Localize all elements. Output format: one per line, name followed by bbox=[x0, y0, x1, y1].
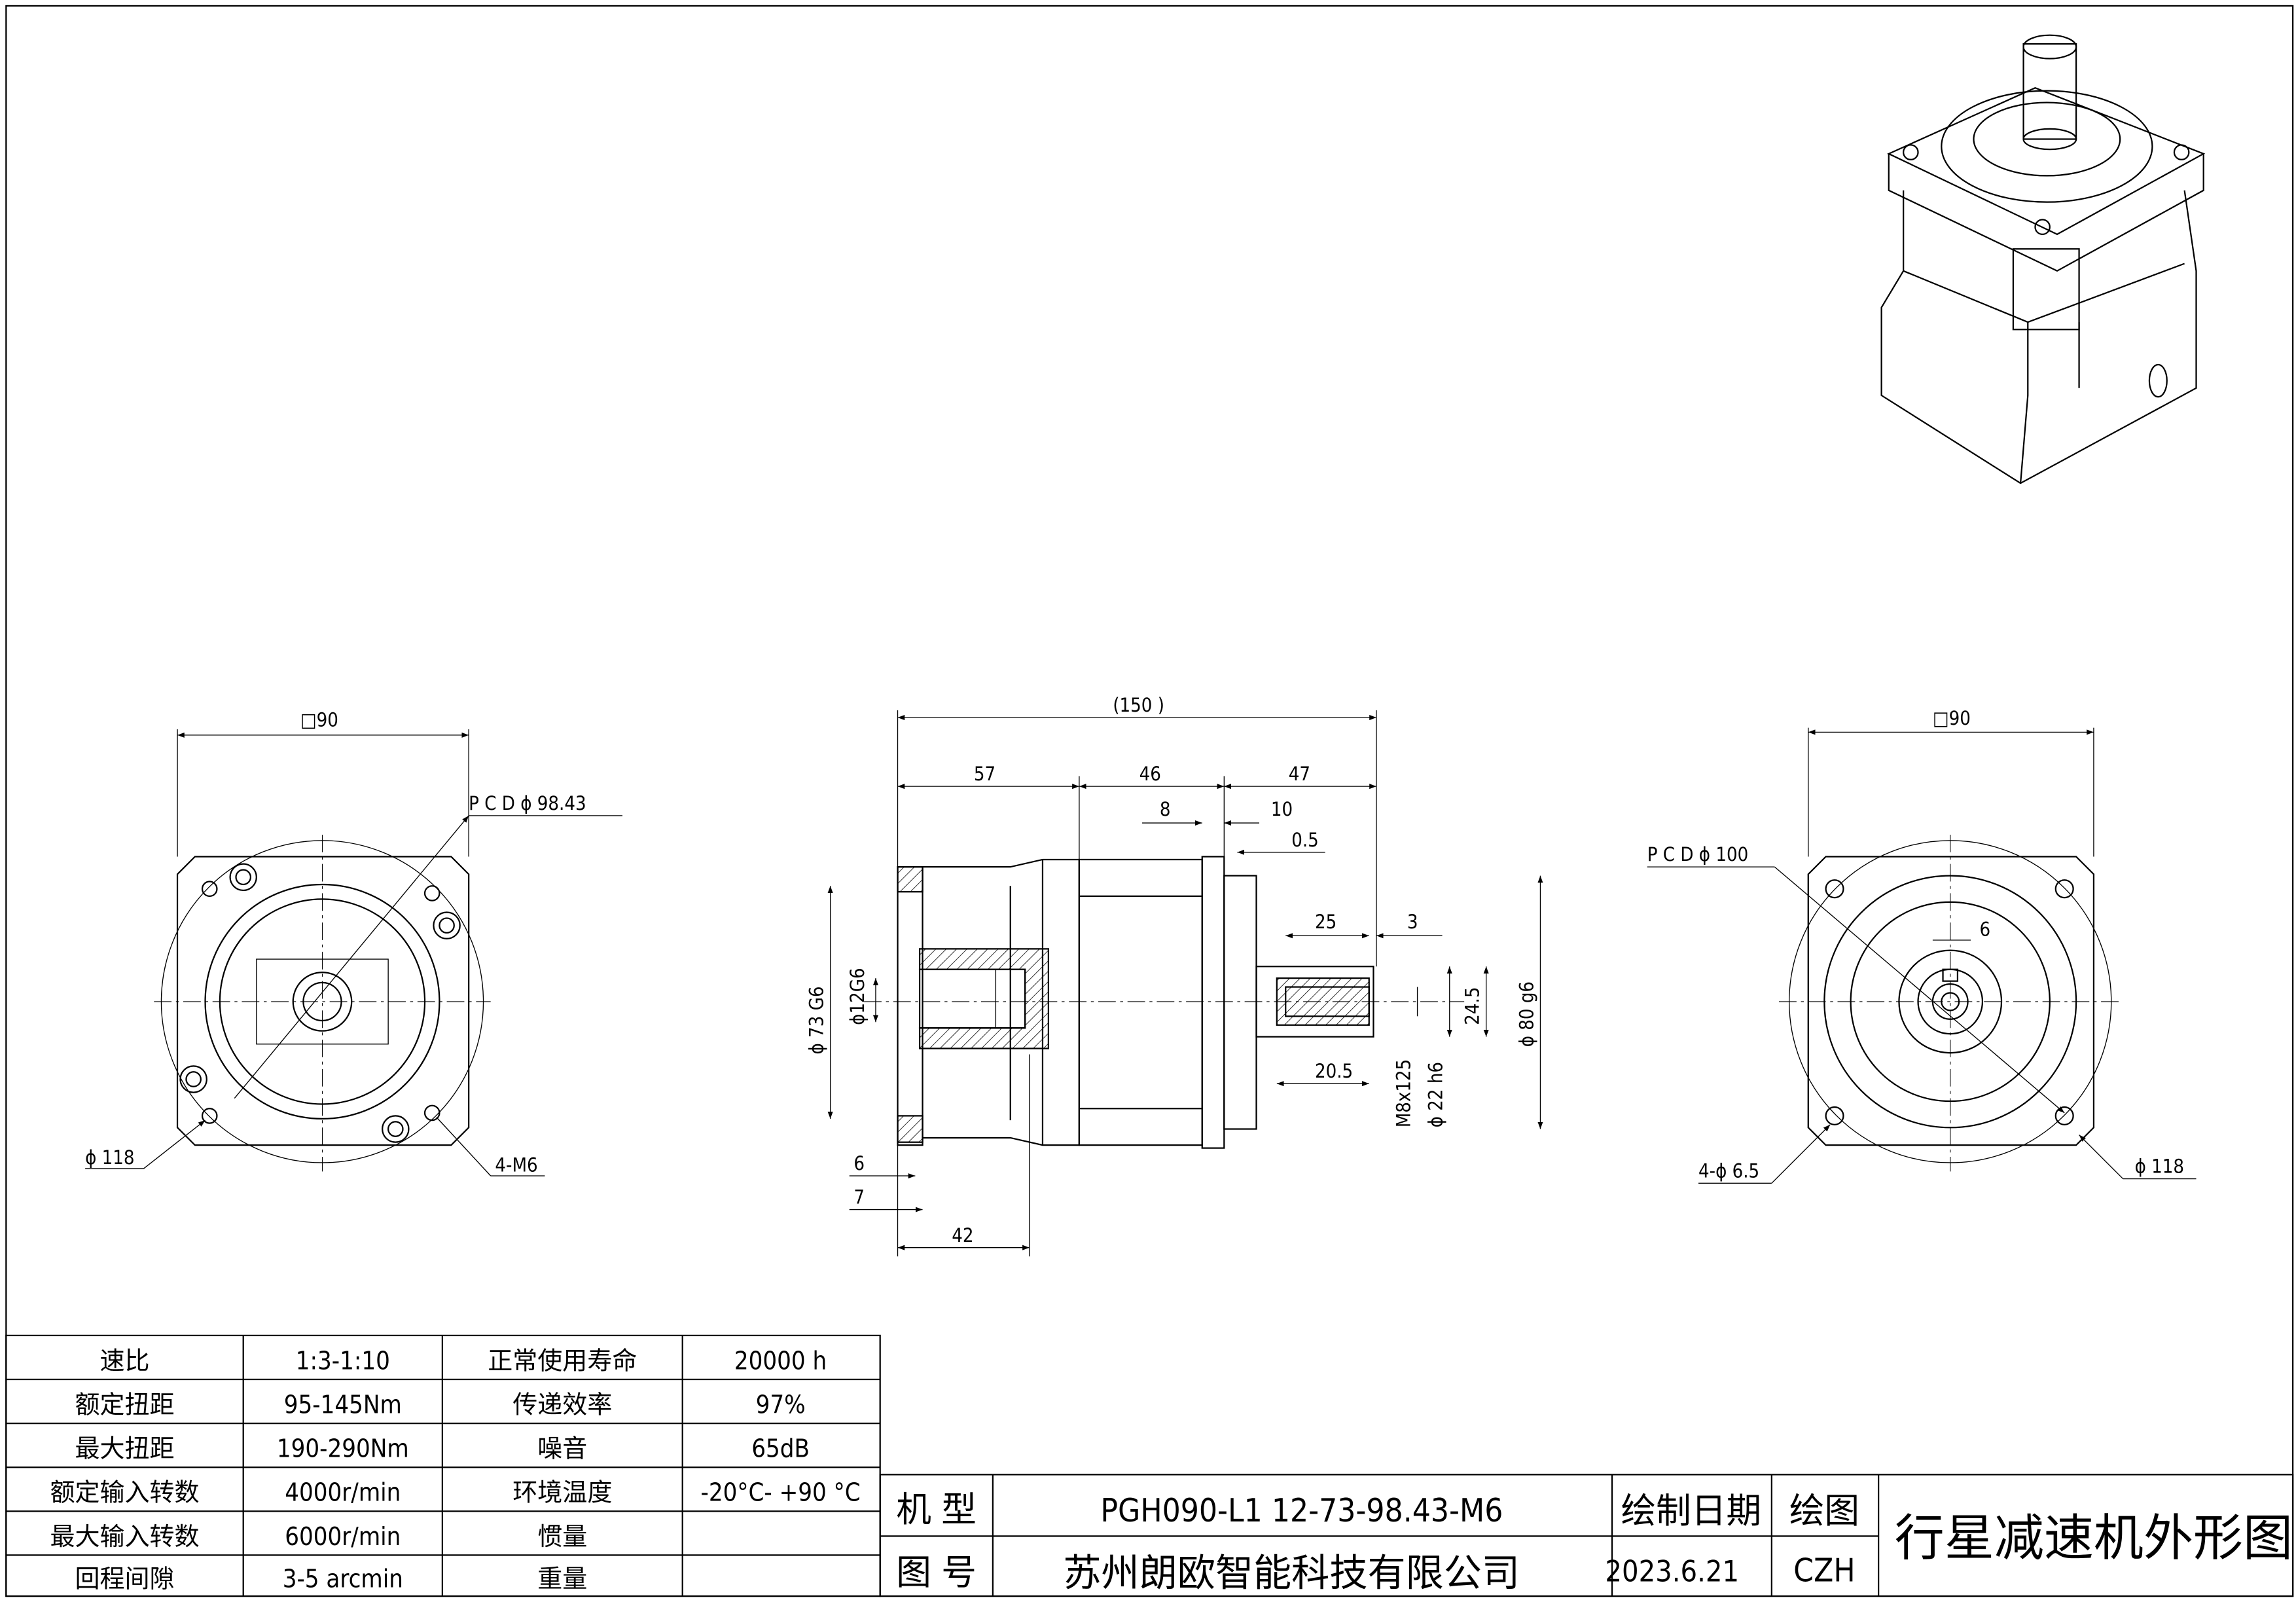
dim-10: 10 bbox=[1271, 798, 1293, 820]
dim-dia80: ϕ 80 g6 bbox=[1515, 981, 1537, 1047]
company-name: 苏州朗欧智能科技有限公司 bbox=[1063, 1550, 1520, 1595]
dim-8: 8 bbox=[1160, 798, 1171, 820]
drawn-by: CZH bbox=[1793, 1552, 1856, 1590]
spec-value: 3-5 arcmin bbox=[283, 1565, 403, 1593]
spec-label: 额定输入转数 bbox=[50, 1478, 199, 1507]
output-end-view: □90 P C D ϕ 100 6 4-ϕ 6.5 ϕ 118 bbox=[1647, 707, 2197, 1184]
dim-dia118: ϕ 118 bbox=[85, 1146, 134, 1169]
dim-width: □90 bbox=[300, 708, 338, 731]
spec-label: 惯量 bbox=[537, 1522, 587, 1551]
input-end-view: □90 P C D ϕ 98.43 ϕ 118 4-M6 bbox=[85, 708, 623, 1176]
dim-width: □90 bbox=[1933, 707, 1971, 729]
spec-label: 正常使用寿命 bbox=[488, 1346, 637, 1375]
dim-7: 7 bbox=[853, 1186, 865, 1209]
spec-value: 1:3-1:10 bbox=[296, 1346, 390, 1375]
spec-value: 95-145Nm bbox=[284, 1390, 402, 1419]
spec-label: 最大输入转数 bbox=[50, 1522, 199, 1551]
dim-holes: 4-ϕ 6.5 bbox=[1698, 1159, 1759, 1182]
dim-key: 6 bbox=[1979, 918, 1990, 940]
dim-47: 47 bbox=[1289, 763, 1310, 785]
spec-value: 65dB bbox=[751, 1434, 810, 1463]
drawing-title: 行星减速机外形图 bbox=[1895, 1508, 2293, 1567]
model-number: PGH090-L1 12-73-98.43-M6 bbox=[1100, 1491, 1503, 1529]
dim-pcd: P C D ϕ 98.43 bbox=[469, 792, 586, 814]
drawing-no-label: 图 号 bbox=[896, 1552, 977, 1593]
dim-46: 46 bbox=[1139, 763, 1161, 785]
dim-57: 57 bbox=[974, 763, 996, 785]
spec-table: 速比 1:3-1:10 正常使用寿命 20000 h 额定扭距 95-145Nm 传递效率… bbox=[5, 1334, 881, 1597]
dim-dia22: ϕ 22 h6 bbox=[1425, 1062, 1447, 1127]
dim-25: 25 bbox=[1315, 911, 1336, 933]
spec-label: 回程间隙 bbox=[75, 1565, 174, 1593]
dim-dia12: ϕ12G6 bbox=[846, 968, 869, 1025]
dim-dia73: ϕ 73 G6 bbox=[805, 986, 827, 1054]
spec-value: 6000r/min bbox=[285, 1522, 401, 1551]
dim-24-5: 24.5 bbox=[1462, 987, 1484, 1025]
drawn-label: 绘图 bbox=[1789, 1490, 1859, 1531]
side-section-view: (150 ) 57 46 47 8 10 0.5 25 3 20.5 ϕ 73 … bbox=[805, 694, 1543, 1257]
dim-3: 3 bbox=[1407, 911, 1418, 933]
spec-value: 97% bbox=[756, 1390, 806, 1419]
dim-dia118: ϕ 118 bbox=[2135, 1156, 2184, 1178]
dim-20-5: 20.5 bbox=[1315, 1060, 1353, 1082]
spec-label: 速比 bbox=[99, 1346, 149, 1375]
isometric-view bbox=[1880, 34, 2206, 484]
spec-label: 环境温度 bbox=[512, 1478, 612, 1507]
spec-value: 190-290Nm bbox=[277, 1434, 409, 1463]
spec-label: 传递效率 bbox=[512, 1390, 612, 1419]
dim-6: 6 bbox=[853, 1152, 865, 1174]
spec-label: 噪音 bbox=[537, 1434, 587, 1463]
spec-label: 最大扭距 bbox=[75, 1434, 174, 1463]
title-block: 机 型 PGH090-L1 12-73-98.43-M6 绘制日期 绘图 图 号… bbox=[879, 1474, 2294, 1597]
spec-label: 重量 bbox=[537, 1565, 587, 1593]
dim-pcd: P C D ϕ 100 bbox=[1647, 843, 1749, 865]
drawing-date: 2023.6.21 bbox=[1605, 1554, 1739, 1589]
dim-thread: M8x125 bbox=[1392, 1059, 1414, 1128]
spec-value: -20°C- +90 °C bbox=[701, 1478, 861, 1507]
spec-value: 4000r/min bbox=[285, 1478, 401, 1507]
dim-0-5: 0.5 bbox=[1291, 829, 1319, 851]
dim-42: 42 bbox=[952, 1224, 973, 1247]
dim-holes: 4-M6 bbox=[495, 1154, 537, 1176]
date-label: 绘制日期 bbox=[1621, 1490, 1761, 1531]
spec-value: 20000 h bbox=[734, 1346, 827, 1375]
dim-overall: (150 ) bbox=[1113, 694, 1164, 716]
spec-label: 额定扭距 bbox=[75, 1390, 174, 1419]
model-label: 机 型 bbox=[896, 1489, 977, 1530]
